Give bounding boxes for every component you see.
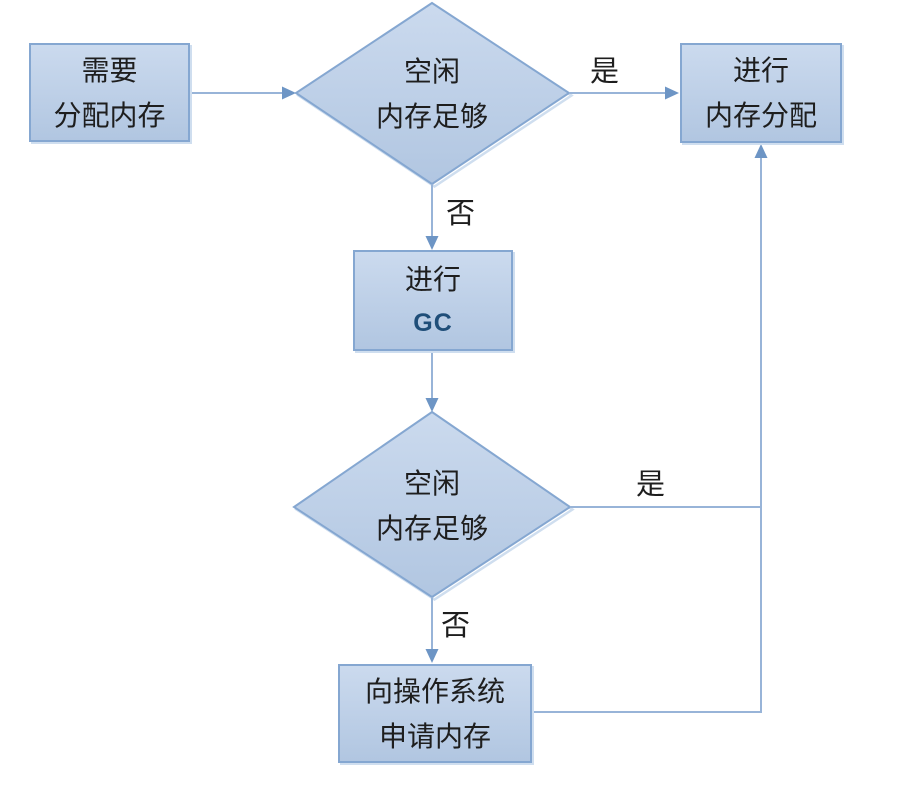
node-allocate-label-line1: 进行: [732, 55, 789, 86]
decision2-shape: [292, 410, 572, 599]
node-start-label-line2: 分配内存: [53, 99, 166, 131]
edge-label-decision1-yes: 是: [590, 56, 620, 88]
node-gc-label-line1: 进行: [404, 264, 461, 295]
node-start-label-line1: 需要: [81, 54, 138, 86]
edge-gc-decision2-arrowhead-icon: [425, 398, 439, 412]
decision1-shape: [294, 1, 571, 186]
node-request-os-label-line2: 申请内存: [378, 720, 491, 752]
node-gc: 进行 GC: [353, 250, 513, 351]
node-request-os-label-line1: 向操作系统: [364, 675, 505, 707]
edge-decision1-gc-arrowhead-icon: [425, 236, 439, 250]
node-allocate: 进行 内存分配: [680, 43, 842, 143]
edge-decision1-allocate-arrowhead-icon: [665, 86, 679, 100]
edge-decision2-requestos-arrowhead-icon: [425, 649, 439, 663]
node-gc-label-line2: GC: [413, 309, 453, 337]
edge-label-decision2-no: 否: [441, 610, 471, 642]
edge-start-decision1-arrowhead-icon: [282, 86, 296, 100]
edge-rail-allocate-arrowhead-icon: [754, 144, 768, 158]
node-start: 需要 分配内存: [29, 43, 190, 142]
edge-label-decision2-yes: 是: [636, 469, 666, 501]
node-allocate-label-line2: 内存分配: [704, 100, 817, 131]
node-request-os: 向操作系统 申请内存: [338, 664, 532, 763]
edge-label-decision1-no: 否: [446, 198, 476, 230]
